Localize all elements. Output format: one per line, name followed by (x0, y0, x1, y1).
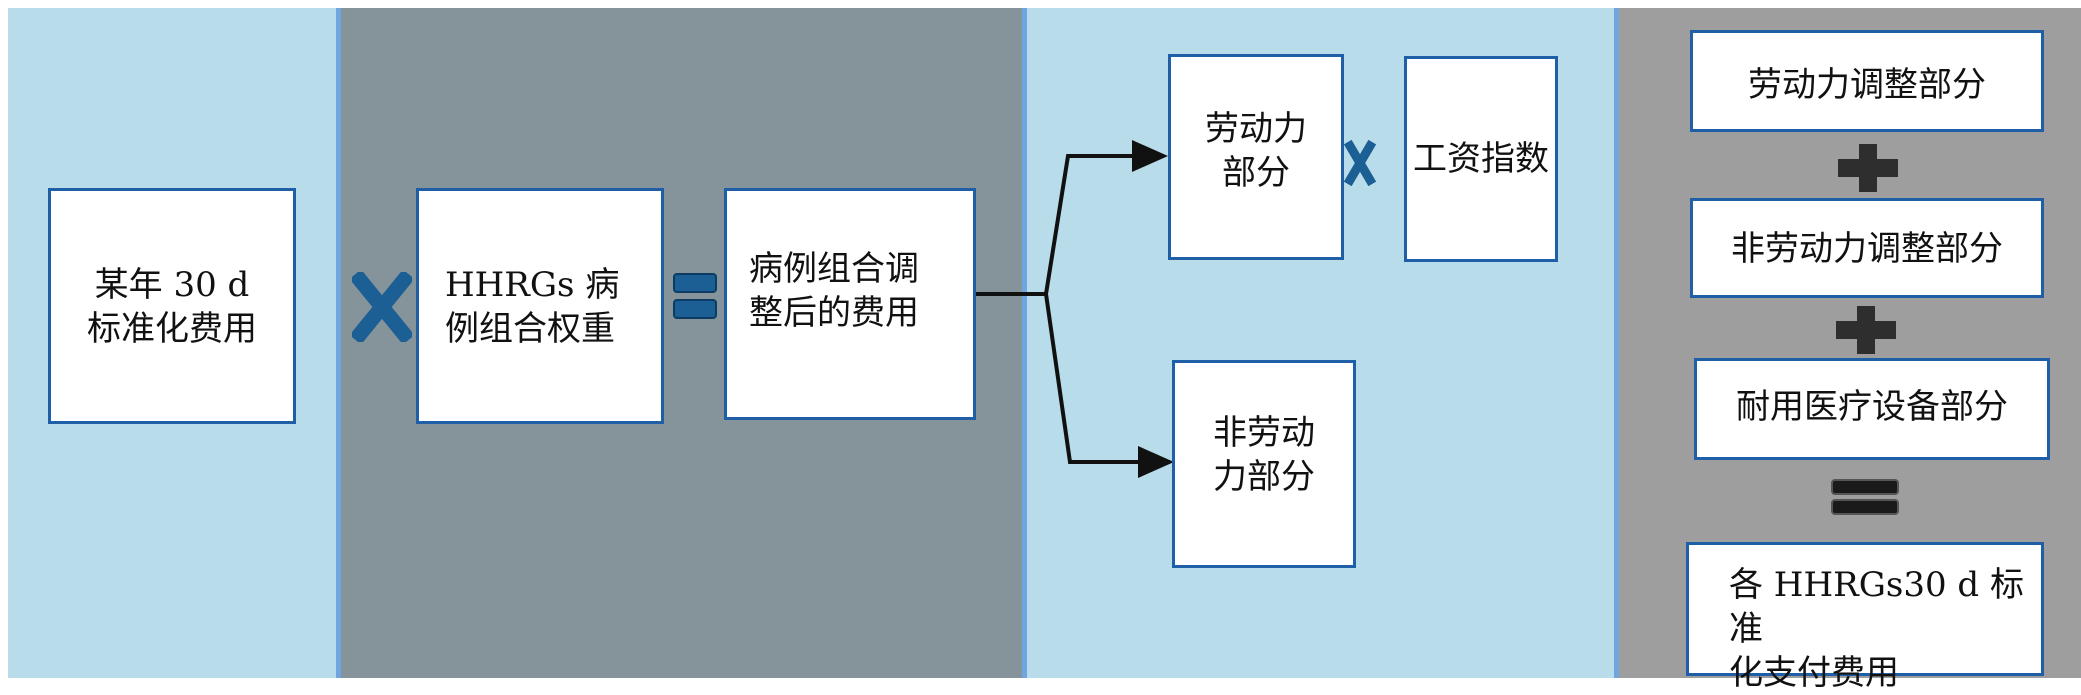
equals-icon (1831, 479, 1899, 515)
multiply-icon (1343, 140, 1377, 186)
connector-to-non-labor (1044, 293, 1174, 478)
durable-equipment-box: 耐用医疗设备部分 (1694, 358, 2050, 460)
payment-box: 各 HHRGs30 d 标准 化支付费用 (1686, 542, 2044, 693)
plus-icon (1838, 144, 1898, 192)
multiply-icon (352, 272, 412, 342)
adjusted-cost-line1: 病例组合调 (749, 249, 919, 289)
durable-equipment-label: 耐用医疗设备部分 (1736, 387, 2008, 427)
payment-line1: 各 HHRGs30 d 标准 (1729, 565, 2024, 649)
plus-icon (1836, 306, 1896, 354)
wage-index-box: 工资指数 (1404, 56, 1558, 262)
payment-line2: 化支付费用 (1729, 653, 1899, 693)
standardized-cost-box: 某年 30 d 标准化费用 (48, 188, 296, 424)
case-mix-weight-box: HHRGs 病 例组合权重 (416, 188, 664, 424)
case-mix-weight-line1: HHRGs 病 (445, 265, 620, 305)
labor-part-line2: 部分 (1222, 153, 1290, 193)
equals-icon (673, 273, 717, 319)
non-labor-part-line1: 非劳动 (1213, 413, 1315, 453)
non-labor-part-line2: 力部分 (1213, 457, 1315, 497)
non-labor-adjusted-box: 非劳动力调整部分 (1690, 198, 2044, 298)
labor-part-line1: 劳动力 (1205, 109, 1307, 149)
adjusted-cost-line2: 整后的费用 (749, 293, 919, 333)
wage-index-label: 工资指数 (1413, 139, 1549, 179)
labor-adjusted-label: 劳动力调整部分 (1748, 65, 1986, 105)
standardized-cost-line1: 某年 30 d (94, 265, 250, 305)
divider-3 (1614, 8, 1619, 678)
connector-to-labor (1044, 140, 1168, 295)
labor-adjusted-box: 劳动力调整部分 (1690, 30, 2044, 132)
divider-2 (1022, 8, 1027, 678)
adjusted-cost-box: 病例组合调 整后的费用 (724, 188, 976, 420)
case-mix-weight-line2: 例组合权重 (445, 309, 615, 349)
non-labor-part-box: 非劳动 力部分 (1172, 360, 1356, 568)
labor-part-box: 劳动力 部分 (1168, 54, 1344, 260)
divider-1 (336, 8, 341, 678)
non-labor-adjusted-label: 非劳动力调整部分 (1731, 229, 2003, 269)
standardized-cost-line2: 标准化费用 (87, 309, 257, 349)
